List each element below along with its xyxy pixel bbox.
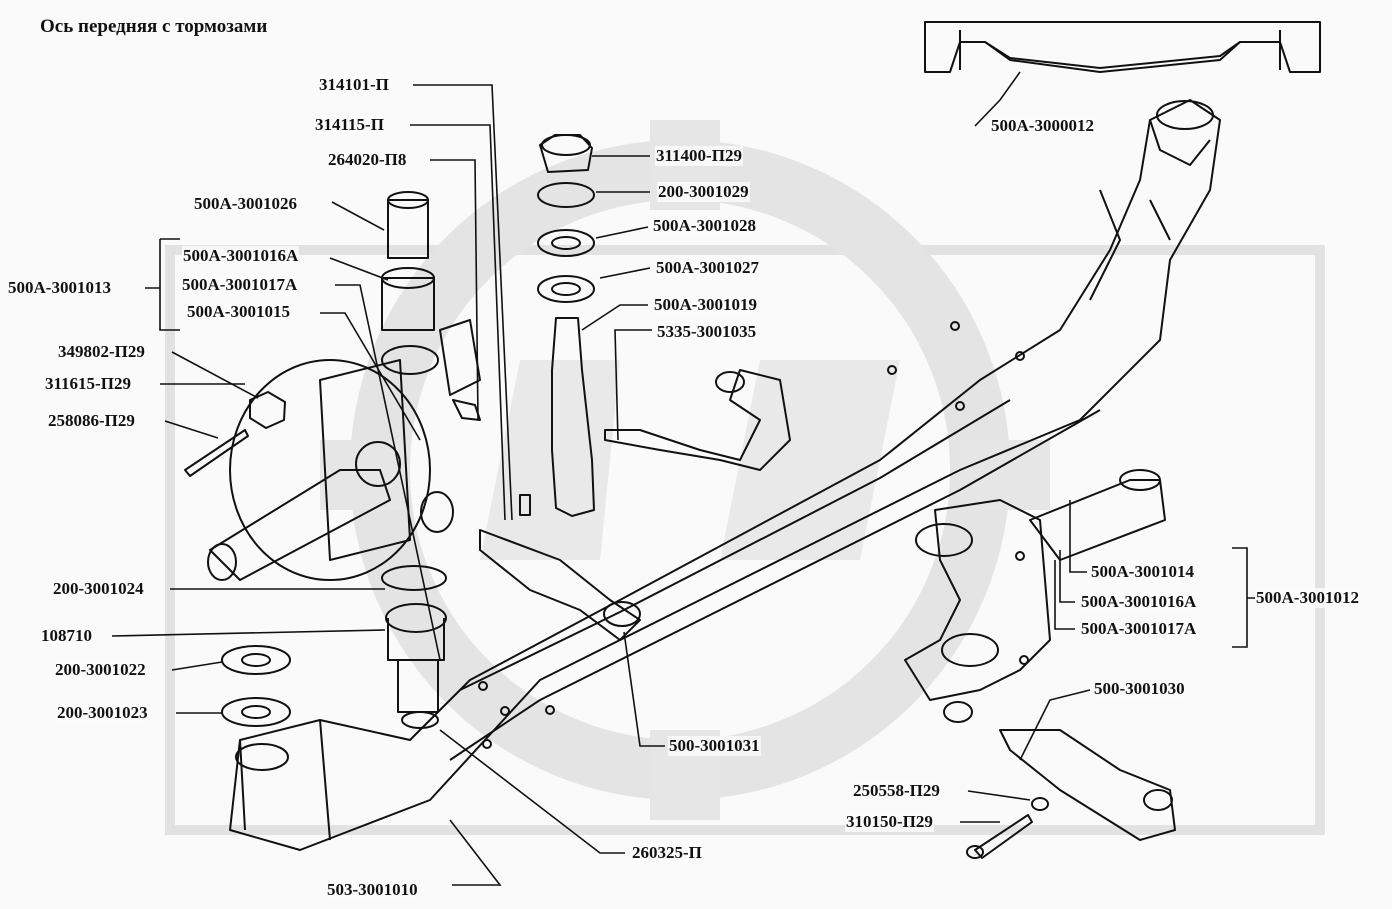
callout-503-3001010: 503-3001010 [326,880,419,900]
callout-108710: 108710 [40,626,93,646]
callout-500a-3001013: 500А-3001013 [7,278,112,298]
callout-500a-3001028: 500А-3001028 [652,216,757,236]
callout-349802-p29: 349802-П29 [57,342,146,362]
callout-264020-p8: 264020-П8 [327,150,408,170]
callout-200-3001023: 200-3001023 [56,703,149,723]
callout-500a-3001016a-right: 500А-3001016А [1080,592,1198,612]
callout-311615-p29: 311615-П29 [44,374,132,394]
callout-314115-p: 314115-П [314,115,385,135]
callout-258086-p29: 258086-П29 [47,411,136,431]
callout-200-3001024: 200-3001024 [52,579,145,599]
callout-200-3001022: 200-3001022 [54,660,147,680]
callout-311400-p29: 311400-П29 [655,146,743,166]
callout-500a-3001014: 500А-3001014 [1090,562,1195,582]
callout-500a-3001017a-right: 500А-3001017А [1080,619,1198,639]
callout-500a-3001015: 500А-3001015 [186,302,291,322]
steering-arm-assembly [479,134,791,641]
callout-500a-3001019: 500А-3001019 [653,295,758,315]
callout-500-3001031: 500-3001031 [668,736,761,756]
front-axle-beam [229,99,1221,851]
right-tie-rod-arm [966,729,1176,859]
castle-nut-and-cotter-pin [184,391,286,477]
callout-500a-3001027: 500А-3001027 [655,258,760,278]
callout-500a-3000012: 500А-3000012 [990,116,1095,136]
callout-500a-3001026: 500А-3001026 [193,194,298,214]
left-steering-knuckle [207,319,481,581]
callout-5335-3001035: 5335-3001035 [656,322,758,342]
axle-overview-sketch [924,21,1321,73]
diagram-title: Ось передняя с тормозами [40,16,268,37]
callout-314101-p: 314101-П [318,75,390,95]
callout-200-3001029: 200-3001029 [657,182,750,202]
right-steering-knuckle [904,469,1166,723]
callout-500a-3001016a-left: 500А-3001016А [182,246,300,266]
leader-lines [111,71,1255,886]
callout-500a-3001012: 500А-3001012 [1255,588,1360,608]
callout-310150-p29: 310150-П29 [845,812,934,832]
callout-500a-3001017a-left: 500А-3001017А [181,275,299,295]
callout-260325-p: 260325-П [631,843,703,863]
callout-250558-p29: 250558-П29 [852,781,941,801]
callout-500-3001030: 500-3001030 [1093,679,1186,699]
left-kingpin-bushings [221,191,531,729]
